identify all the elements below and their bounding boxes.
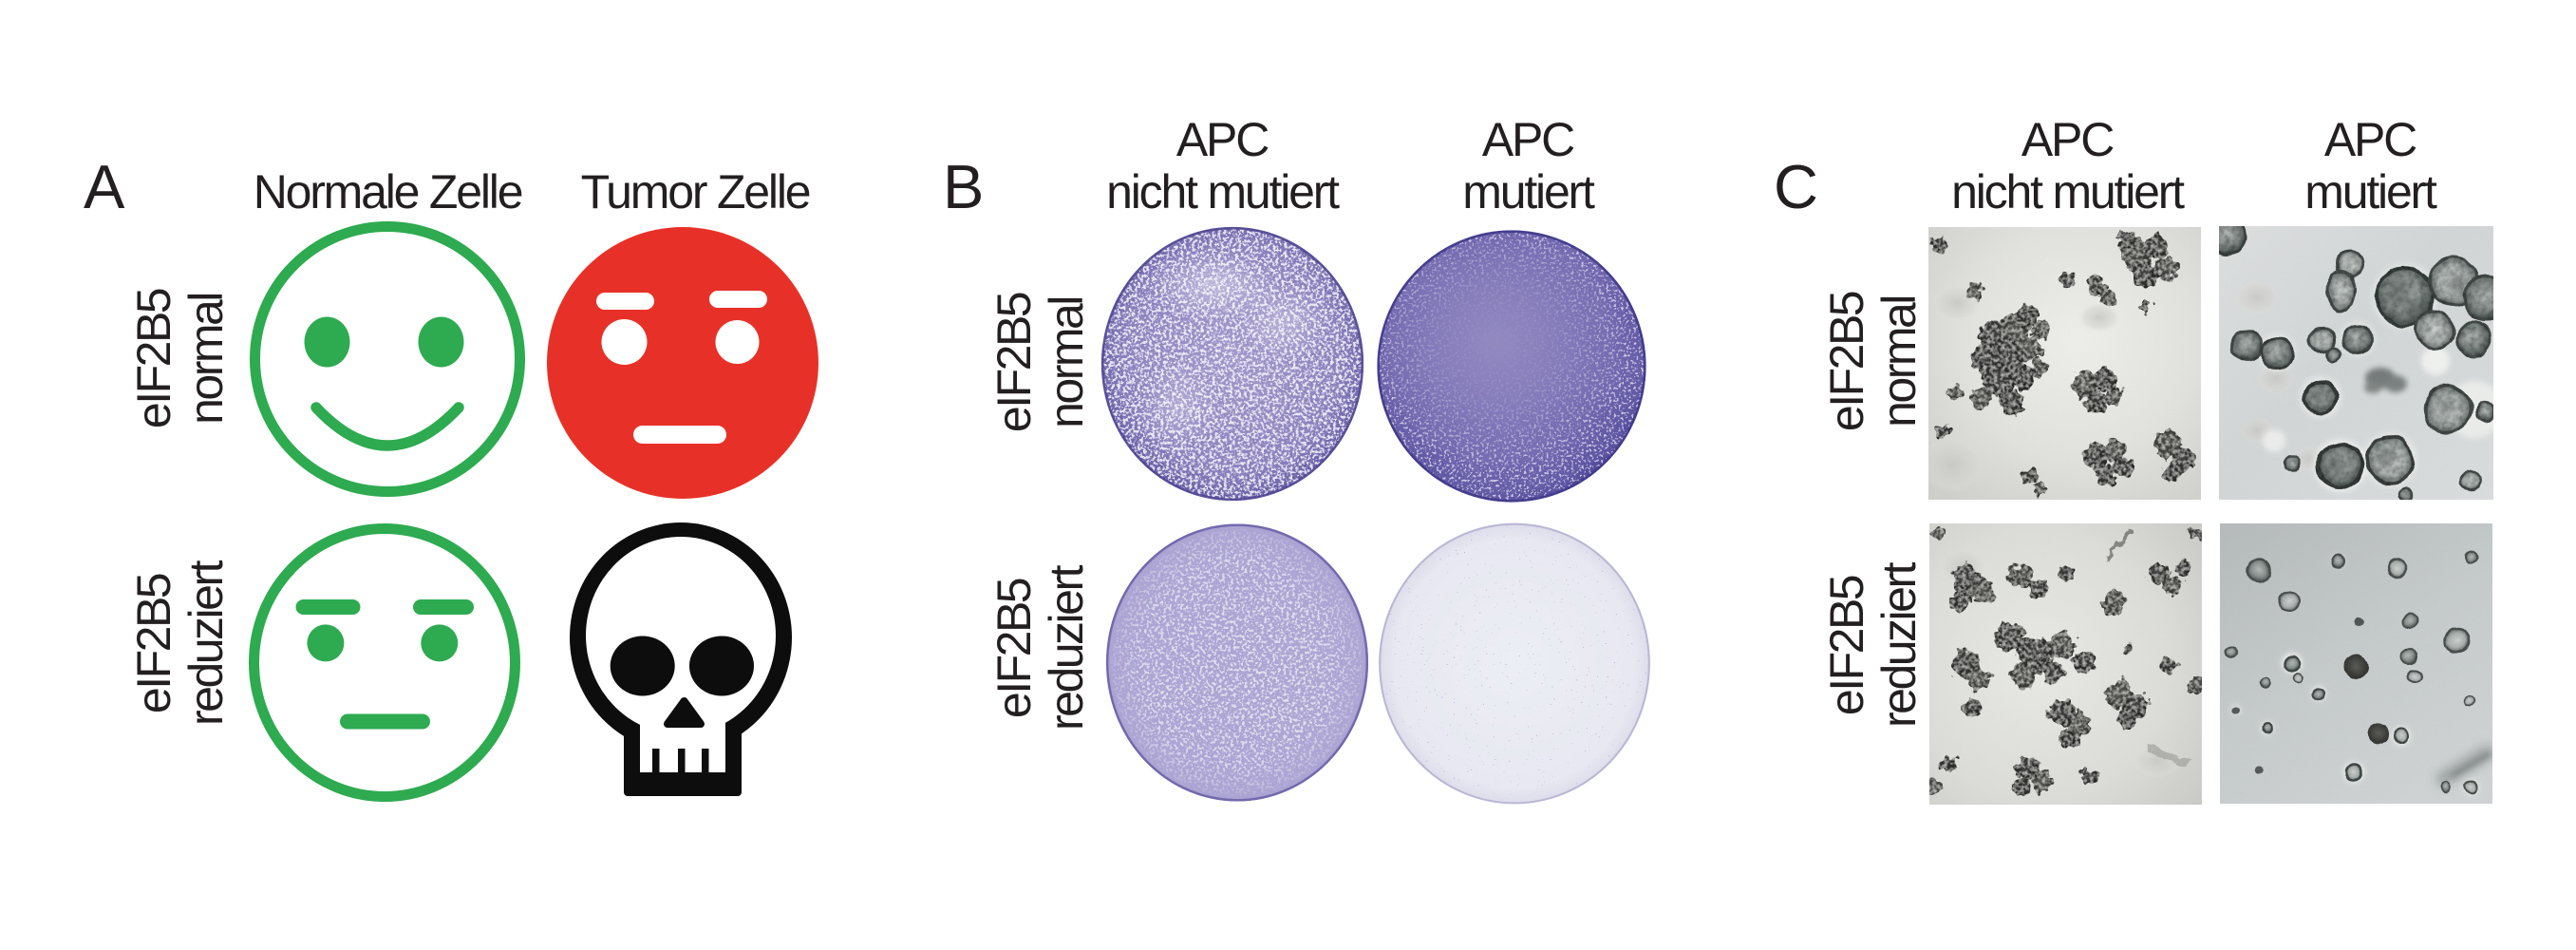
micrograph-reduced-apc-wildtype [1929, 523, 2202, 805]
panel-c-letter: C [1774, 152, 1818, 221]
skull-icon [570, 522, 792, 796]
panel-a-col-header-tumor-zelle: Tumor Zelle [580, 165, 812, 218]
micrograph-normal-apc-mutated [2219, 226, 2493, 500]
smiley-neutral-icon [249, 523, 520, 802]
panel-b-letter: B [943, 152, 985, 221]
smiley-happy-icon [250, 221, 525, 497]
plate-reduced-apc-wildtype [1105, 523, 1369, 802]
plate-reduced-apc-mutated [1379, 522, 1650, 805]
micrograph-reduced-apc-mutated [2220, 523, 2492, 804]
plate-normal-apc-mutated [1377, 230, 1646, 503]
plate-normal-apc-wildtype [1100, 226, 1364, 502]
micrograph-normal-apc-wildtype [1928, 227, 2201, 500]
panel-a-letter: A [84, 152, 125, 221]
panel-a-col-header-normale-zelle: Normale Zelle [253, 165, 524, 218]
face-unamused-icon [547, 227, 818, 499]
